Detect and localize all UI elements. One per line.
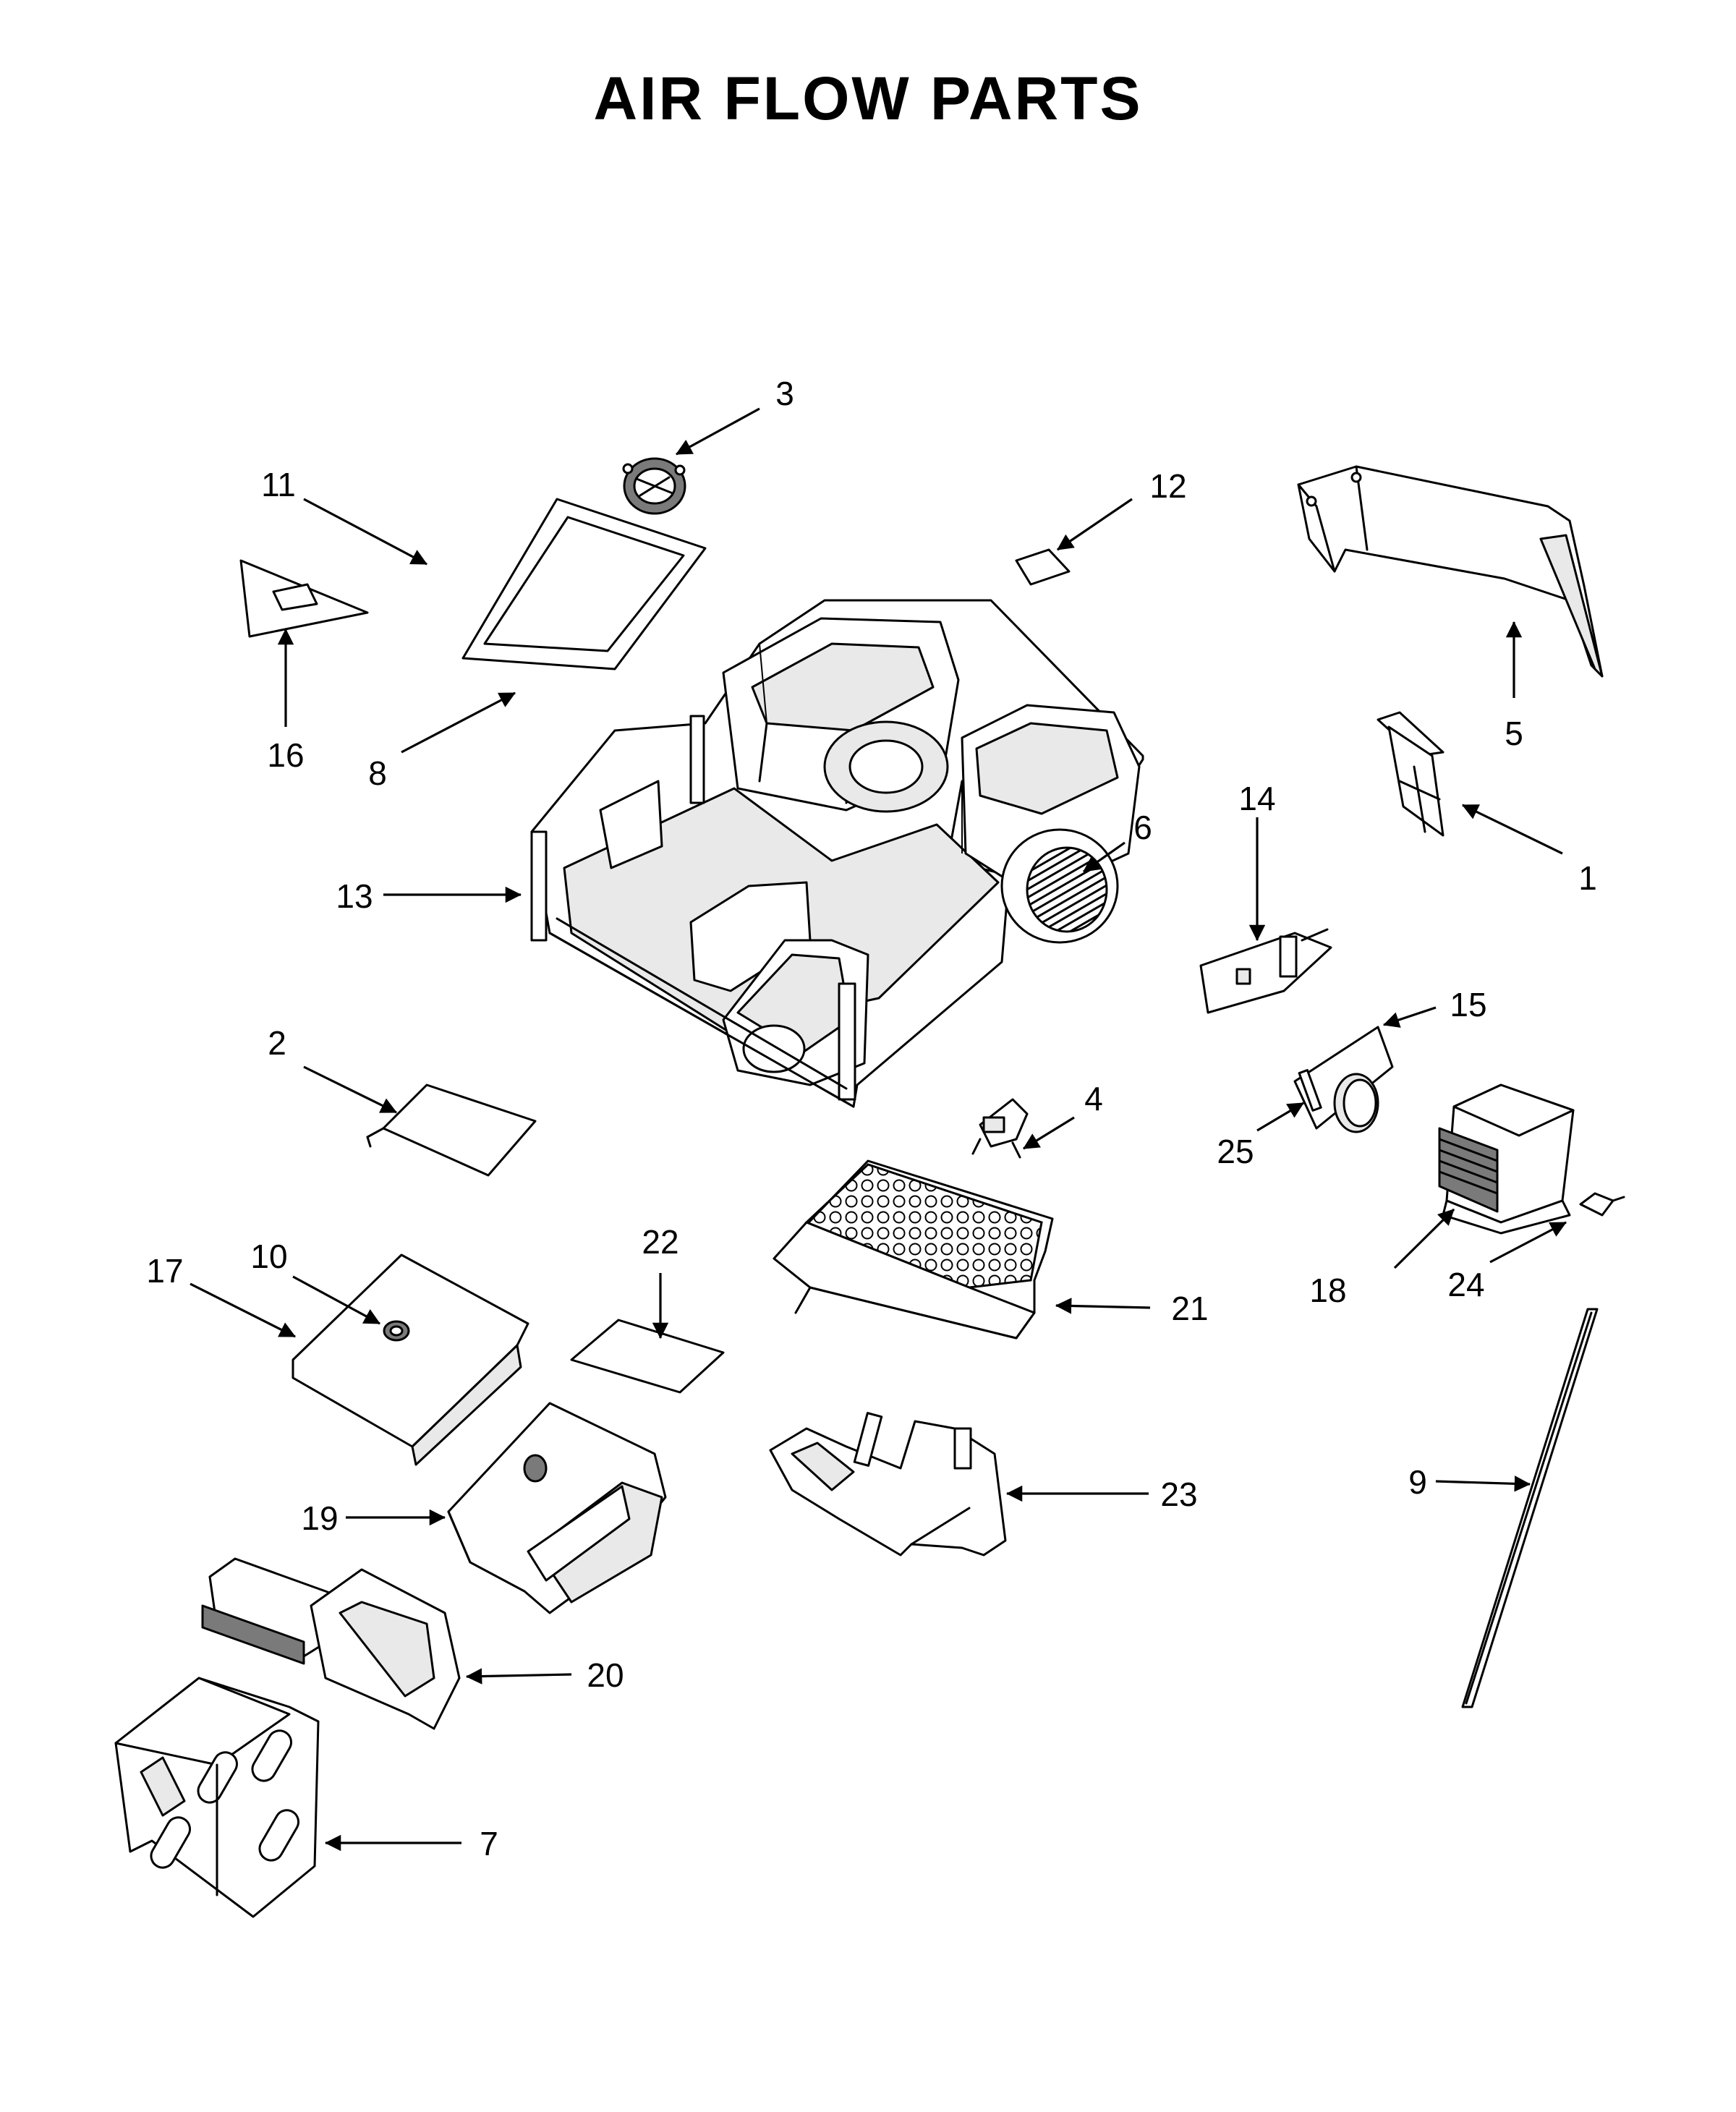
callout-6: 6 — [1133, 809, 1152, 846]
part-22-gasket — [570, 1319, 725, 1394]
callout-25: 25 — [1217, 1133, 1254, 1170]
part-10-clip — [383, 1320, 410, 1342]
part-14-control-bracket — [1199, 928, 1332, 1014]
callout-7: 7 — [480, 1825, 498, 1862]
part-19-duct-housing — [447, 1402, 667, 1614]
part-12-pad — [1015, 548, 1071, 586]
part-2-flat-panel — [366, 1083, 537, 1177]
part-4-switch — [971, 1098, 1029, 1159]
part-9-seal-strip — [1461, 1308, 1599, 1708]
part-23-air-duct — [769, 1412, 1007, 1557]
part-18-transformer — [1438, 1083, 1575, 1235]
callout-9: 9 — [1408, 1463, 1427, 1501]
leader-lines — [190, 407, 1567, 1852]
part-21-vent-grille — [773, 1159, 1054, 1340]
part-25-sensor-clip — [1298, 1069, 1322, 1112]
callout-8: 8 — [368, 754, 387, 792]
callout-21: 21 — [1171, 1290, 1208, 1327]
callout-24: 24 — [1447, 1266, 1484, 1303]
callout-23: 23 — [1160, 1476, 1197, 1513]
part-1-bracket — [1377, 711, 1444, 837]
callout-14: 14 — [1238, 780, 1275, 817]
callout-22: 22 — [642, 1223, 678, 1261]
callout-10: 10 — [250, 1238, 287, 1275]
callout-13: 13 — [336, 877, 373, 915]
part-5-duct-cover — [1297, 465, 1604, 678]
callout-16: 16 — [267, 736, 304, 774]
callout-12: 12 — [1149, 467, 1186, 505]
callout-18: 18 — [1309, 1272, 1346, 1309]
callout-5: 5 — [1505, 715, 1523, 752]
part-24-thermal-fuse — [1579, 1192, 1625, 1217]
part-11-hose — [429, 535, 458, 604]
callout-3: 3 — [775, 375, 794, 412]
part-16-vent-plate — [239, 559, 369, 638]
part-17-duct-cover — [292, 1253, 529, 1466]
callout-20: 20 — [587, 1656, 624, 1694]
callout-labels: 3 11 12 16 8 5 6 1 14 13 15 4 2 25 18 24… — [146, 375, 1596, 1862]
part-20-air-guide — [201, 1557, 461, 1730]
page-title: AIR FLOW PARTS — [593, 64, 1142, 132]
callout-15: 15 — [1450, 986, 1486, 1023]
part-13-air-duct-housing — [530, 599, 1144, 1108]
callout-1: 1 — [1578, 859, 1597, 897]
callout-19: 19 — [301, 1499, 338, 1537]
callout-17: 17 — [146, 1252, 183, 1290]
part-3-fan-motor — [622, 457, 686, 515]
part-7-heat-shield — [114, 1677, 320, 1918]
callout-4: 4 — [1084, 1080, 1103, 1117]
callout-2: 2 — [268, 1024, 286, 1062]
callout-11: 11 — [261, 466, 296, 503]
part-8-filter-frame — [461, 498, 707, 670]
